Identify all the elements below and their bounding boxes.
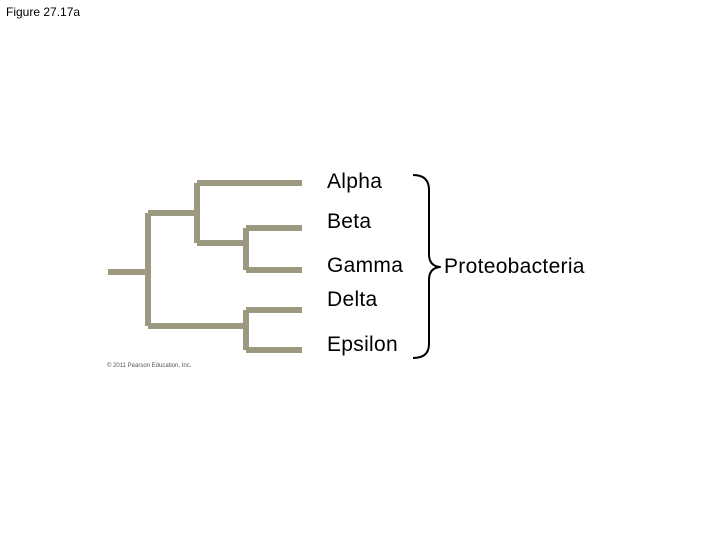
taxon-label-delta: Delta xyxy=(327,288,378,311)
figure-caption: Figure 27.17a xyxy=(6,5,81,19)
taxon-label-gamma: Gamma xyxy=(327,254,404,277)
taxon-label-beta: Beta xyxy=(327,210,372,233)
tree-branches xyxy=(108,180,302,353)
group-label-proteobacteria: Proteobacteria xyxy=(444,255,585,278)
taxon-label-epsilon: Epsilon xyxy=(327,333,398,356)
copyright-notice: © 2011 Pearson Education, Inc. xyxy=(107,363,192,369)
taxon-label-alpha: Alpha xyxy=(327,170,383,193)
group-bracket xyxy=(412,174,441,359)
